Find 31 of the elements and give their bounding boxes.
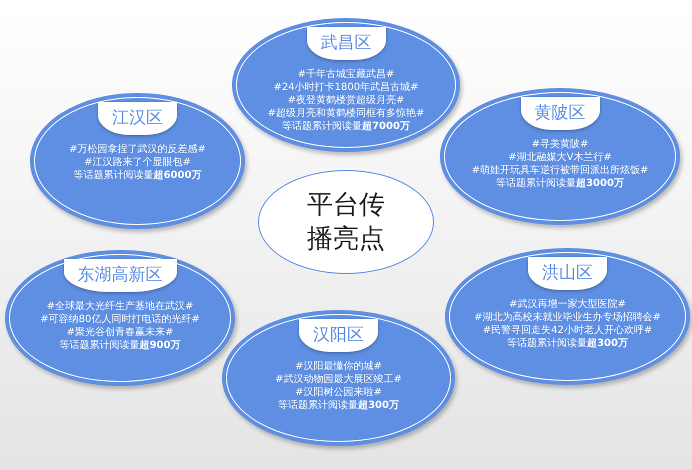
stat-text: 等话题累计阅读量超3000万: [496, 177, 624, 190]
district-title: 洪山区: [528, 257, 607, 290]
stat-text: 等话题累计阅读量超900万: [60, 339, 180, 352]
hashtag-text: #聚光谷创青春赢未来#: [66, 326, 174, 339]
hashtag-text: #湖北融媒大V木兰行#: [508, 151, 612, 164]
hashtag-text: #汉阳树公园来啦#: [295, 386, 382, 399]
hashtag-text: #24小时打卡1800年武昌古城#: [274, 81, 418, 94]
district-title: 东湖高新区: [64, 259, 176, 292]
district-title: 黄陂区: [520, 97, 600, 130]
stat-text: 等话题累计阅读量超7000万: [282, 120, 410, 133]
hashtag-text: #萌娃开玩具车逆行被带回派出所炫饭#: [472, 164, 648, 177]
hashtag-text: #万松园拿捏了武汉的反差感#: [69, 143, 206, 156]
stat-text: 等话题累计阅读量超6000万: [74, 169, 202, 182]
hashtag-text: #超级月亮和黄鹤楼同框有多惊艳#: [268, 107, 424, 120]
hashtag-text: #千年古城宝藏武昌#: [298, 68, 394, 81]
hashtag-text: #武汉再增一家大型医院#: [509, 298, 626, 311]
stat-text: 等话题累计阅读量超300万: [278, 399, 399, 412]
hashtag-text: #夜登黄鹤楼赏超级月亮#: [288, 94, 404, 107]
hashtag-text: #民警寻回走失42小时老人开心欢呼#: [482, 324, 652, 337]
hashtag-text: #湖北为高校未就业毕业生办专场招聘会#: [474, 311, 661, 324]
stat-text: 等话题累计阅读量超300万: [507, 337, 628, 350]
district-title: 汉阳区: [299, 319, 378, 352]
center-title: 平台传播亮点: [306, 189, 386, 256]
hashtag-text: #江汉路来了个显眼包#: [84, 156, 191, 169]
hashtag-text: #全球最大光纤生产基地在武汉#: [46, 300, 194, 313]
hashtag-text: #武汉动物园最大展区竣工#: [275, 373, 402, 386]
hashtag-text: #汉阳最懂你的城#: [295, 360, 382, 373]
district-title: 江汉区: [98, 102, 177, 135]
hashtag-text: #可容纳80亿人同时打电话的光纤#: [40, 313, 200, 326]
hashtag-text: #寻美黄陂#: [532, 138, 588, 151]
district-title: 武昌区: [306, 27, 386, 60]
